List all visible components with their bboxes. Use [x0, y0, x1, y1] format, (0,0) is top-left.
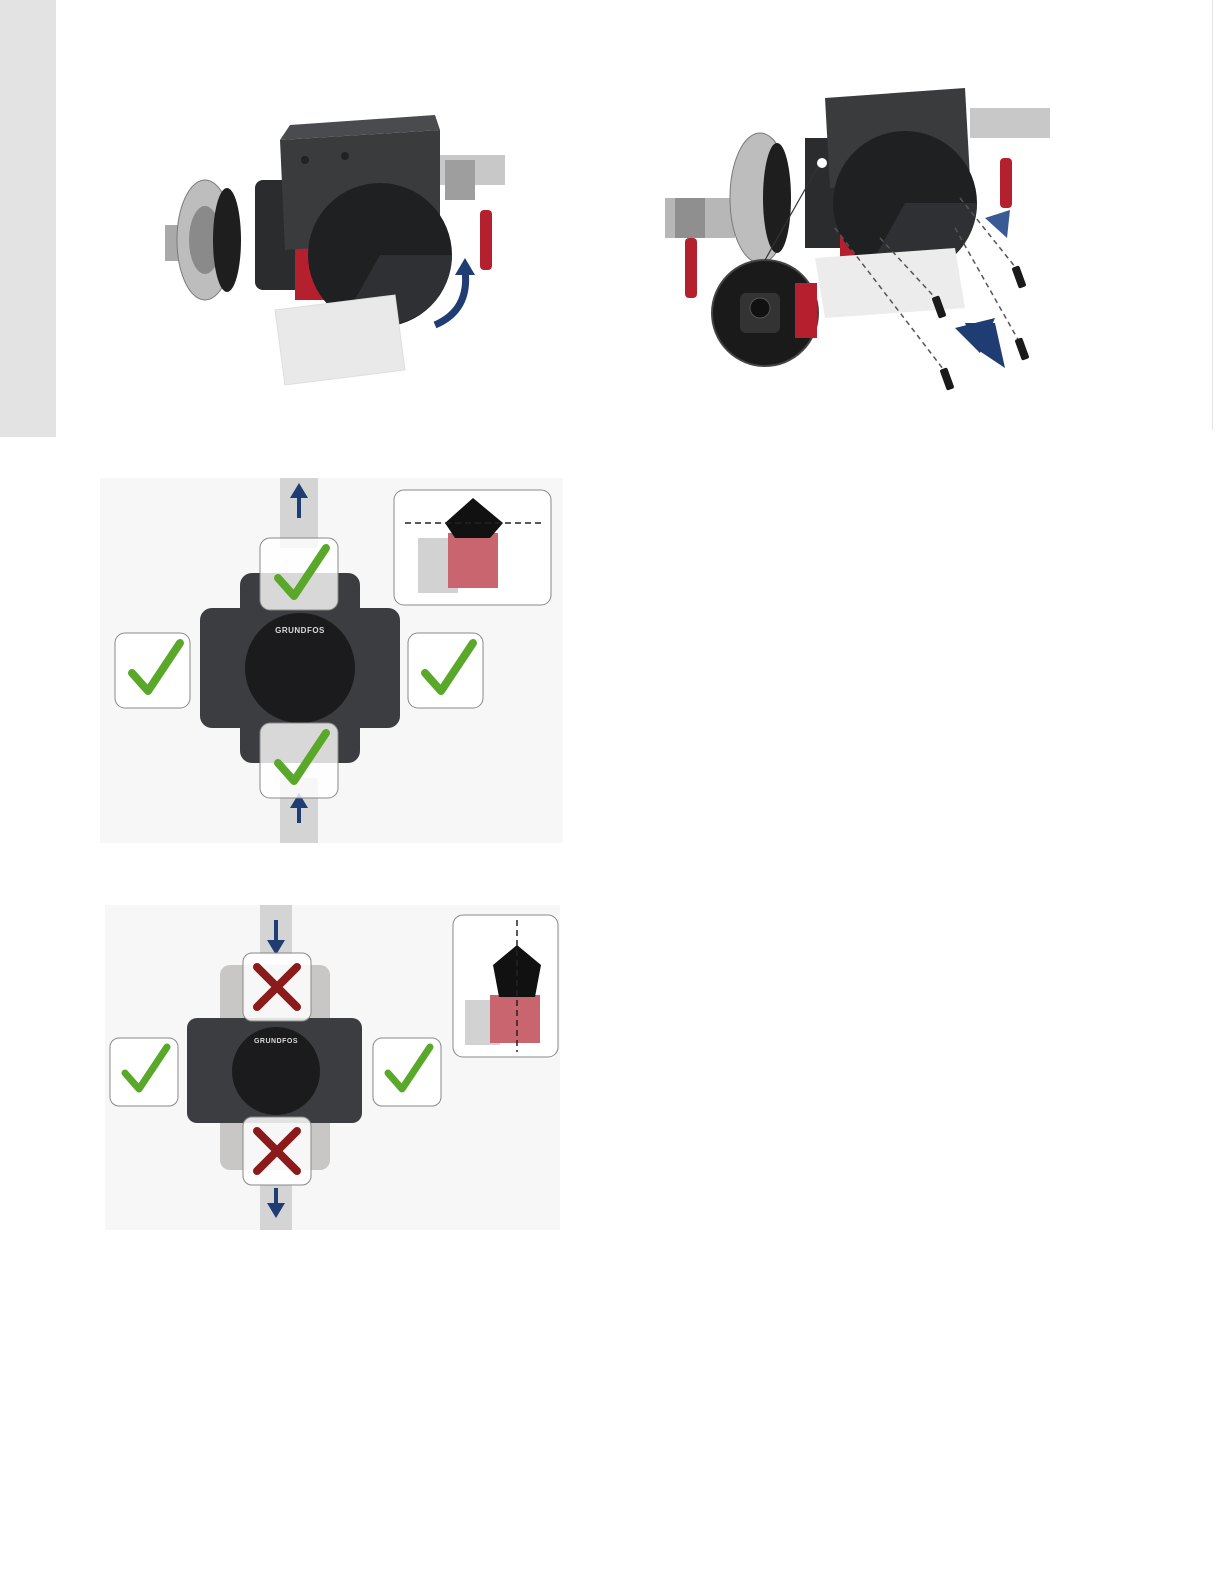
figure-pump-screws	[665, 78, 1050, 398]
section-sidebar-tab	[0, 0, 56, 437]
check-icon	[260, 723, 338, 798]
cross-icon	[243, 953, 311, 1021]
page-edge-line	[1212, 0, 1213, 430]
grundfos-logo-icon: GRUNDFOS	[275, 626, 325, 635]
grundfos-logo-icon: GRUNDFOS	[254, 1038, 298, 1045]
cross-icon	[243, 1117, 311, 1185]
figure-orientation-restricted: GRUNDFOS	[105, 905, 560, 1230]
check-icon	[408, 633, 483, 708]
figure-pump-rotate	[165, 100, 505, 390]
check-icon	[373, 1038, 441, 1106]
check-icon	[115, 633, 190, 708]
check-icon	[110, 1038, 178, 1106]
check-icon	[260, 538, 338, 610]
figure-orientation-all-ok: GRUNDFOS	[100, 478, 563, 843]
